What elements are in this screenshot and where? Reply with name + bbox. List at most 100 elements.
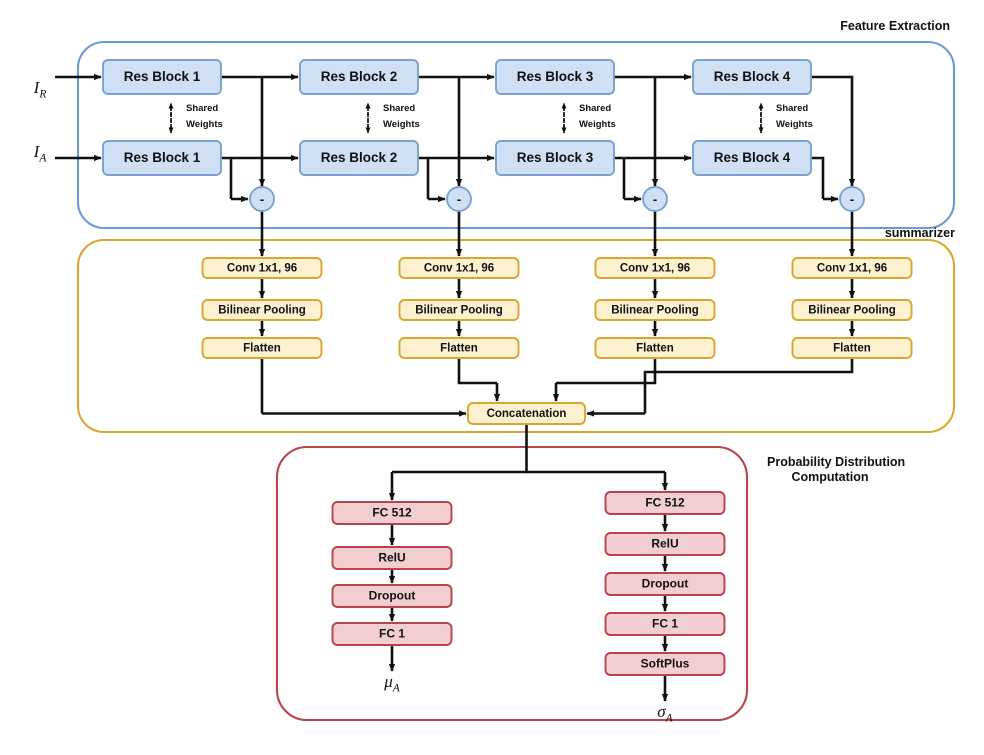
subtract-node-2[interactable]: - bbox=[446, 186, 472, 212]
head-right-softplus-label: SoftPlus bbox=[641, 657, 690, 671]
shared-weights-label-line2: Weights bbox=[579, 119, 616, 130]
summarizer-1-conv-1x1-96-label: Conv 1x1, 96 bbox=[227, 263, 297, 275]
group-containers: Feature Extraction summarizerProbability … bbox=[76, 19, 956, 722]
output-sigma-a: σA bbox=[657, 702, 673, 725]
shared-weights-label-line2: Weights bbox=[186, 119, 223, 130]
shared-weights-label-line1: Shared bbox=[579, 103, 611, 114]
head-right-fc-1-label: FC 1 bbox=[652, 617, 678, 631]
shared-weights-label-line1: Shared bbox=[776, 103, 808, 114]
group-label-feature-extraction: Feature Extraction bbox=[840, 19, 950, 33]
subtract-node-4[interactable]: - bbox=[839, 186, 865, 212]
shared-weights-label-line1: Shared bbox=[383, 103, 415, 114]
summarizer-4-conv-1x1-96[interactable]: Conv 1x1, 96 bbox=[791, 257, 913, 279]
summarizer-4-conv-1x1-96-label: Conv 1x1, 96 bbox=[817, 263, 887, 275]
input-ia: IA bbox=[33, 142, 48, 165]
res-block-top-4[interactable]: Res Block 4 bbox=[692, 59, 812, 95]
summarizer-3-flatten[interactable]: Flatten bbox=[594, 337, 716, 359]
flat4-seg bbox=[643, 358, 854, 414]
node-boxes: Res Block 1 Res Block 2 Res Block 3 Res Blo… bbox=[102, 59, 913, 676]
summarizer-3-bilinear-pooling-label: Bilinear Pooling bbox=[611, 305, 699, 317]
head-right-relu-label: RelU bbox=[651, 537, 678, 551]
res-block-bottom-4-label: Res Block 4 bbox=[714, 150, 791, 165]
head-right-softplus[interactable]: SoftPlus bbox=[604, 652, 726, 676]
summarizer-3-flatten-label: Flatten bbox=[636, 343, 674, 355]
res-block-top-3[interactable]: Res Block 3 bbox=[495, 59, 615, 95]
subtract-symbol: - bbox=[457, 192, 461, 207]
summarizer-2-flatten[interactable]: Flatten bbox=[398, 337, 520, 359]
summarizer-3-conv-1x1-96[interactable]: Conv 1x1, 96 bbox=[594, 257, 716, 279]
summarizer-3-bilinear-pooling[interactable]: Bilinear Pooling bbox=[594, 299, 716, 321]
summarizer-2-conv-1x1-96-label: Conv 1x1, 96 bbox=[424, 263, 494, 275]
head-right-fc-512-label: FC 512 bbox=[645, 496, 685, 510]
head-left-fc-512[interactable]: FC 512 bbox=[331, 501, 453, 525]
free-labels: IR IA μA σA bbox=[33, 78, 674, 725]
head-left-dropout-label: Dropout bbox=[369, 589, 416, 603]
group-label-summarizer: summarizer bbox=[885, 226, 955, 240]
summarizer-2-conv-1x1-96[interactable]: Conv 1x1, 96 bbox=[398, 257, 520, 279]
output-mu-a: μA bbox=[383, 672, 401, 695]
head-right-fc-512[interactable]: FC 512 bbox=[604, 491, 726, 515]
concatenation-box[interactable]: Concatenation bbox=[467, 402, 586, 425]
summarizer-4-bilinear-pooling[interactable]: Bilinear Pooling bbox=[791, 299, 913, 321]
res-block-top-2-label: Res Block 2 bbox=[321, 69, 398, 84]
res-block-bottom-2-label: Res Block 2 bbox=[321, 150, 398, 165]
concatenation-box-label: Concatenation bbox=[487, 408, 567, 420]
res-block-top-1[interactable]: Res Block 1 bbox=[102, 59, 222, 95]
res-block-bottom-2[interactable]: Res Block 2 bbox=[299, 140, 419, 176]
flat2-seg bbox=[457, 358, 497, 385]
shared-weights-label-line2: Weights bbox=[776, 119, 813, 130]
res-block-top-1-label: Res Block 1 bbox=[124, 69, 201, 84]
subtract-symbol: - bbox=[850, 192, 854, 207]
summarizer-4-bilinear-pooling-label: Bilinear Pooling bbox=[808, 305, 896, 317]
res-block-bottom-1-label: Res Block 1 bbox=[124, 150, 201, 165]
summarizer-1-flatten[interactable]: Flatten bbox=[201, 337, 323, 359]
connector-edges: SharedWeightsSharedWeightsSharedWeightsS… bbox=[55, 73, 856, 702]
tap-top-3 bbox=[811, 75, 854, 173]
summarizer-4-flatten[interactable]: Flatten bbox=[791, 337, 913, 359]
input-ir: IR bbox=[33, 78, 47, 101]
summarizer-1-flatten-label: Flatten bbox=[243, 343, 281, 355]
shared-weights-label-line1: Shared bbox=[186, 103, 218, 114]
summarizer-2-bilinear-pooling[interactable]: Bilinear Pooling bbox=[398, 299, 520, 321]
subtract-node-1[interactable]: - bbox=[249, 186, 275, 212]
summarizer-3-conv-1x1-96-label: Conv 1x1, 96 bbox=[620, 263, 690, 275]
res-block-bottom-1[interactable]: Res Block 1 bbox=[102, 140, 222, 176]
summarizer-1-conv-1x1-96[interactable]: Conv 1x1, 96 bbox=[201, 257, 323, 279]
head-left-relu-label: RelU bbox=[378, 551, 405, 565]
head-left-fc-512-label: FC 512 bbox=[372, 506, 412, 520]
shared-weights-label-line2: Weights bbox=[383, 119, 420, 130]
head-left-dropout[interactable]: Dropout bbox=[331, 584, 453, 608]
summarizer-2-bilinear-pooling-label: Bilinear Pooling bbox=[415, 305, 503, 317]
tap-bot-3 bbox=[811, 156, 825, 199]
res-block-bottom-3-label: Res Block 3 bbox=[517, 150, 594, 165]
flat3-seg bbox=[556, 358, 657, 385]
subtract-node-3[interactable]: - bbox=[642, 186, 668, 212]
group-feature-extraction: Feature Extraction bbox=[76, 19, 956, 230]
group-summarizer: summarizer bbox=[76, 226, 955, 434]
res-block-top-2[interactable]: Res Block 2 bbox=[299, 59, 419, 95]
head-right-dropout-label: Dropout bbox=[642, 577, 689, 591]
head-left-relu[interactable]: RelU bbox=[331, 546, 453, 570]
subtract-symbol: - bbox=[260, 192, 264, 207]
head-left-fc-1-label: FC 1 bbox=[379, 627, 405, 641]
res-block-bottom-3[interactable]: Res Block 3 bbox=[495, 140, 615, 176]
summarizer-1-bilinear-pooling[interactable]: Bilinear Pooling bbox=[201, 299, 323, 321]
res-block-top-3-label: Res Block 3 bbox=[517, 69, 594, 84]
head-right-dropout[interactable]: Dropout bbox=[604, 572, 726, 596]
res-block-top-4-label: Res Block 4 bbox=[714, 69, 791, 84]
subtract-symbol: - bbox=[653, 192, 657, 207]
head-right-relu[interactable]: RelU bbox=[604, 532, 726, 556]
head-right-fc-1[interactable]: FC 1 bbox=[604, 612, 726, 636]
summarizer-2-flatten-label: Flatten bbox=[440, 343, 478, 355]
res-block-bottom-4[interactable]: Res Block 4 bbox=[692, 140, 812, 176]
summarizer-1-bilinear-pooling-label: Bilinear Pooling bbox=[218, 305, 306, 317]
summarizer-4-flatten-label: Flatten bbox=[833, 343, 871, 355]
head-left-fc-1[interactable]: FC 1 bbox=[331, 622, 453, 646]
